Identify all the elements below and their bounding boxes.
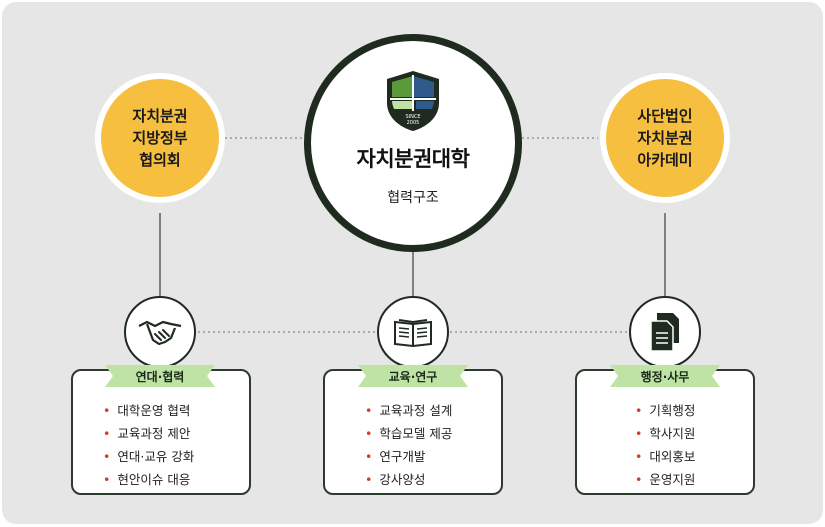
center-title: 자치분권대학	[356, 147, 470, 171]
list-item: 학습모델 제공	[365, 422, 501, 445]
partner-right-line-1: 사단법인	[637, 107, 693, 125]
list-item: 대외홍보	[635, 445, 753, 468]
ribbon-label: 연대·협력	[135, 369, 185, 384]
education-list: 교육과정 설계 학습모델 제공 연구개발 강사양성	[325, 399, 501, 491]
list-item: 운영지원	[635, 468, 753, 491]
ribbon-administration: 행정·사무	[610, 365, 720, 387]
list-box-administration: 기획행정 학사지원 대외홍보 운영지원	[575, 369, 755, 495]
list-item: 강사양성	[365, 468, 501, 491]
list-item: 현안이슈 대응	[103, 468, 249, 491]
ribbon-label: 교육·연구	[388, 369, 438, 384]
partner-circle-right: 사단법인 자치분권 아카데미	[600, 73, 730, 203]
svg-text:SINCE: SINCE	[405, 114, 420, 120]
list-item: 연대·교유 강화	[103, 445, 249, 468]
documents-icon	[650, 313, 679, 352]
list-item: 대학운영 협력	[103, 399, 249, 422]
center-circle: SINCE 2005 자치분권대학 협력구조	[304, 34, 522, 252]
partner-right-line-2: 자치분권	[637, 129, 693, 147]
ribbon-label: 행정·사무	[640, 369, 690, 384]
list-box-cooperation: 대학운영 협력 교육과정 제안 연대·교유 강화 현안이슈 대응	[71, 369, 251, 495]
cooperation-list: 대학운영 협력 교육과정 제안 연대·교유 강화 현안이슈 대응	[73, 399, 249, 491]
list-item: 교육과정 제안	[103, 422, 249, 445]
administration-list: 기획행정 학사지원 대외홍보 운영지원	[577, 399, 753, 491]
list-item: 기획행정	[635, 399, 753, 422]
ribbon-cooperation: 연대·협력	[105, 365, 215, 387]
list-box-education: 교육과정 설계 학습모델 제공 연구개발 강사양성	[323, 369, 503, 495]
handshake-icon	[138, 320, 182, 346]
center-subtitle: 협력구조	[387, 190, 439, 206]
handshake-icon-circle	[124, 296, 196, 368]
partner-left-line-2: 지방정부	[132, 129, 188, 147]
documents-icon-circle	[629, 296, 701, 368]
partner-left-line-1: 자치분권	[132, 107, 188, 125]
partner-left-line-3: 협의회	[139, 151, 181, 169]
shield-logo-icon: SINCE 2005	[387, 71, 439, 131]
list-item: 연구개발	[365, 445, 501, 468]
open-book-icon	[394, 319, 432, 348]
ribbon-education: 교육·연구	[358, 365, 468, 387]
partner-right-line-3: 아카데미	[637, 151, 693, 169]
book-icon-circle	[377, 296, 449, 368]
partner-circle-left: 자치분권 지방정부 협의회	[95, 73, 225, 203]
list-item: 교육과정 설계	[365, 399, 501, 422]
list-item: 학사지원	[635, 422, 753, 445]
svg-text:2005: 2005	[407, 120, 420, 126]
